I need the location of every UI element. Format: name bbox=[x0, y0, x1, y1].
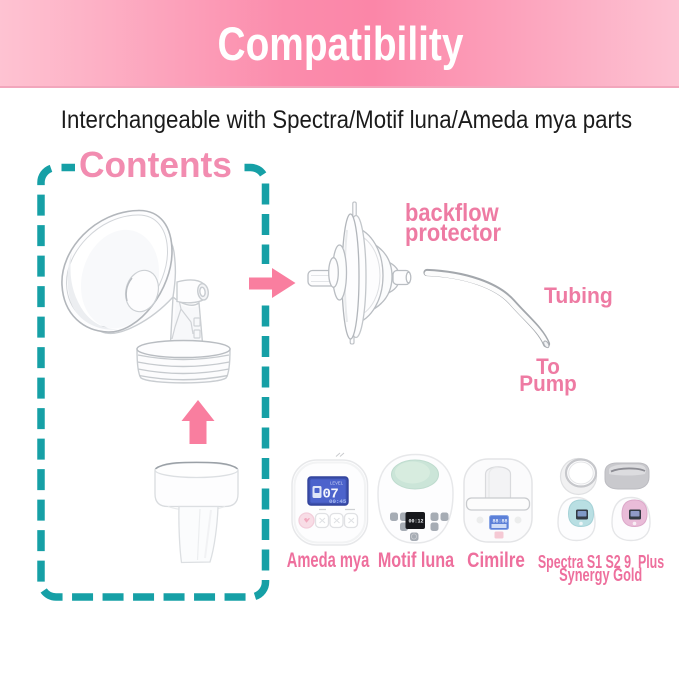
svg-text:00:12: 00:12 bbox=[409, 519, 424, 525]
svg-text:LEVEL: LEVEL bbox=[330, 481, 344, 486]
svg-text:88:88: 88:88 bbox=[493, 519, 508, 525]
svg-text:07: 07 bbox=[323, 487, 339, 503]
svg-text:00:45: 00:45 bbox=[329, 498, 347, 505]
